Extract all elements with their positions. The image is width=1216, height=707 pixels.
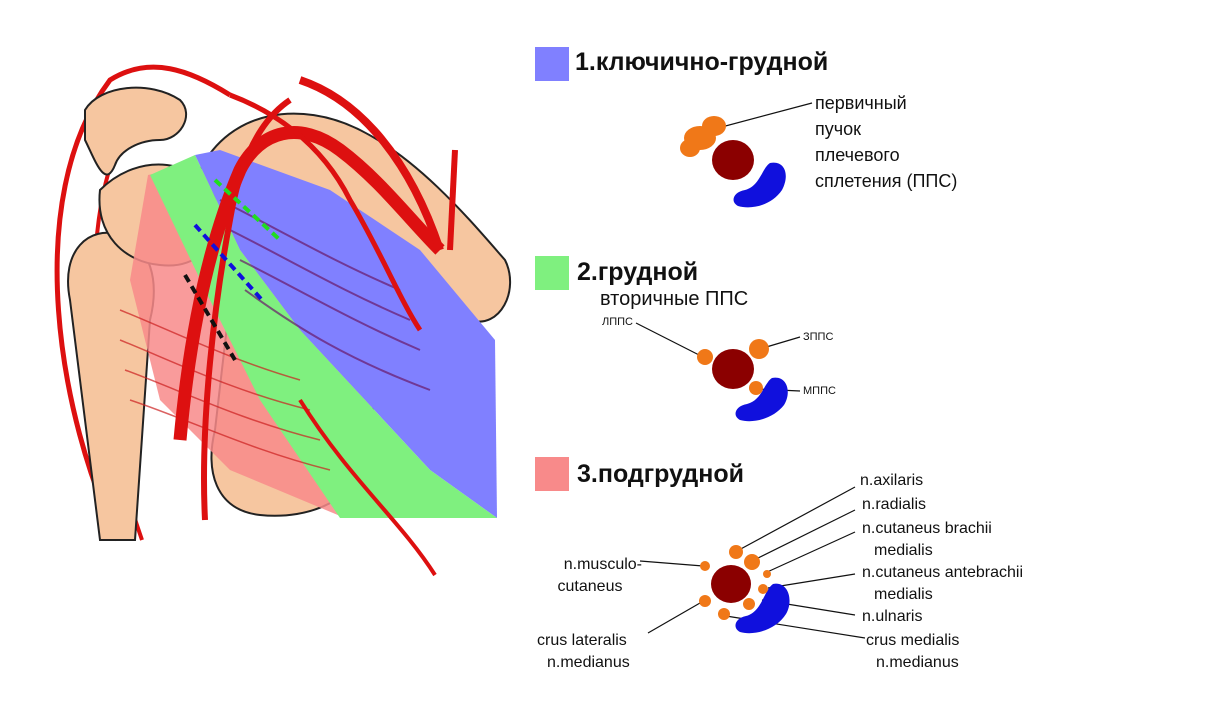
- lateral-cord-nerve: [697, 349, 713, 365]
- clavicle-bone: [84, 86, 187, 176]
- outer-vessel-arc: [54, 64, 232, 542]
- vein-shape: [735, 377, 788, 422]
- descending-vessel: [229, 92, 423, 332]
- cut-antebrachii-label-1: n.cutaneus antebrachii: [862, 564, 1023, 581]
- primary-trunk-nerve: [680, 116, 726, 157]
- lateral-root-median-nerve: [699, 595, 711, 607]
- crus-medialis-label-1: crus medialis: [866, 632, 960, 649]
- level-line-pectoral: [193, 223, 264, 302]
- zone-swatch-pectoral: [535, 256, 569, 290]
- lateral-cord-label: ЛППС: [602, 316, 633, 328]
- cut-brachii-label-1: n.cutaneus brachii: [862, 520, 992, 537]
- section3-title: 3.подгрудной: [577, 460, 745, 488]
- section2-title: 2.грудной: [577, 258, 699, 286]
- medial-antebrachial-cutaneous-nerve: [758, 584, 768, 594]
- zone-pectoral-area: [150, 155, 497, 518]
- zone-swatch-clavipectoral: [535, 47, 569, 81]
- vein-shape: [733, 162, 786, 208]
- musculocutaneous-label-2: cutaneus: [557, 578, 623, 595]
- medial-cord-label: МППС: [803, 385, 836, 397]
- crus-lateralis-label-1: crus lateralis: [537, 632, 627, 649]
- axillary-nerve: [729, 545, 743, 559]
- musculocutaneous-nerve: [700, 561, 710, 571]
- artery-circle: [712, 140, 754, 180]
- ascending-vessel: [201, 97, 292, 521]
- section2-subtitle: вторичные ППС: [600, 288, 749, 310]
- cut-brachii-label-2: medialis: [874, 542, 933, 559]
- radial-label: n.radialis: [862, 496, 927, 513]
- level-line-subpectoral: [183, 273, 237, 362]
- primary-trunk-label-4: сплетения (ППС): [815, 171, 958, 191]
- artery-circle: [711, 565, 751, 603]
- primary-trunk-label-3: плечевого: [815, 145, 900, 165]
- posterior-cord-nerve: [749, 339, 769, 359]
- leader-line: [635, 322, 704, 358]
- primary-trunk-label-1: первичный: [815, 93, 907, 113]
- red-muscle-fibers: [119, 309, 331, 471]
- leader-line: [762, 336, 801, 349]
- radial-nerve: [744, 554, 760, 570]
- primary-trunk-label-2: пучок: [815, 119, 862, 139]
- axillary-label: n.axilaris: [860, 472, 924, 489]
- medial-brachial-cutaneous-nerve: [763, 570, 771, 578]
- crus-lateralis-label-2: n.medianus: [547, 654, 630, 671]
- cut-antebrachii-label-2: medialis: [874, 586, 933, 603]
- zone-swatch-subpectoral: [535, 457, 569, 491]
- medial-root-median-nerve: [718, 608, 730, 620]
- posterior-cord-label: ЗППС: [803, 331, 834, 343]
- ulnar-label: n.ulnaris: [862, 608, 923, 625]
- level-line-clavipectoral: [213, 178, 282, 242]
- crus-medialis-label-2: n.medianus: [876, 654, 959, 671]
- vertical-vessel: [447, 149, 458, 251]
- leader-line: [717, 102, 813, 129]
- musculocutaneous-label-1: n.musculo-: [563, 556, 642, 573]
- zone-clavipectoral-area: [195, 150, 497, 518]
- ulnar-nerve: [743, 598, 755, 610]
- artery-circle: [712, 349, 754, 389]
- medial-cord-nerve: [749, 381, 763, 395]
- lower-branch-vessel: [298, 398, 437, 577]
- major-artery-vessel: [173, 126, 445, 441]
- section1-title: 1.ключично-грудной: [575, 48, 829, 76]
- long-vessel: [298, 76, 444, 252]
- vein-shape: [735, 583, 790, 634]
- muscle-fibers: [219, 199, 431, 391]
